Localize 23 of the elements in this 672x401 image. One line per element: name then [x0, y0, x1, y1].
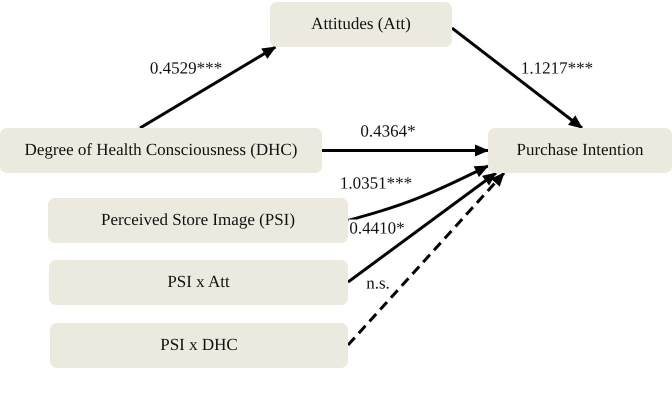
arrow	[139, 46, 276, 130]
variable-name: Perceived Store Image (PSI)	[100, 211, 296, 230]
variable-name: Purchase Intention	[516, 141, 644, 160]
arrow	[451, 26, 583, 130]
variable-box	[48, 198, 348, 243]
edge-label: 0.4364*	[359, 122, 417, 140]
variable-box	[50, 323, 348, 368]
variable-box	[49, 260, 348, 305]
variable-name: PSI x Att	[167, 273, 230, 292]
arrow	[322, 144, 489, 156]
edge-label: 1.1217***	[520, 60, 594, 76]
variable-box	[0, 128, 322, 173]
variable-name: Degree of Health Consciousness (DHC)	[24, 141, 298, 160]
variable-box	[270, 2, 452, 47]
arrow	[348, 164, 489, 222]
variable-box	[488, 128, 672, 173]
edge-label: 0.4529***	[148, 60, 224, 76]
variable-name: Attitudes (Att)	[311, 15, 411, 34]
edge-label: 0.4410*	[348, 220, 406, 236]
edge-label: 1.0351***	[338, 174, 414, 192]
dashed-arrow	[346, 172, 506, 346]
variable-name: PSI x DHC	[160, 336, 238, 355]
arrow	[347, 172, 497, 284]
